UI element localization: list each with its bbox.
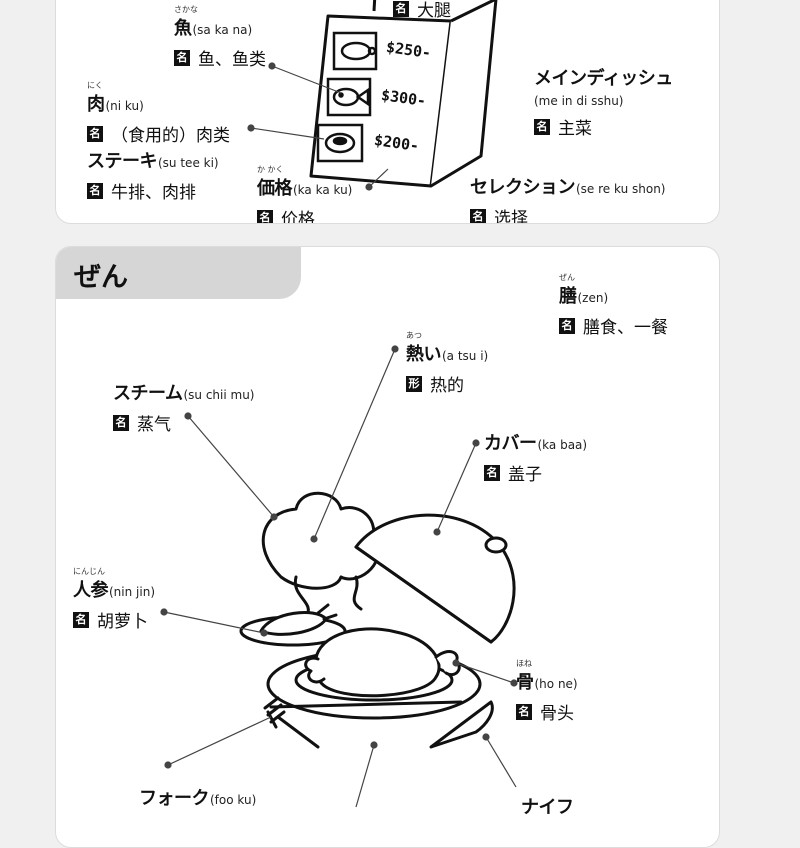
vocab-word: 骨 xyxy=(516,672,534,693)
vocab-word: 熱い xyxy=(406,344,442,365)
pos-badge: 名 xyxy=(534,118,550,135)
meaning-text: 牛排、肉排 xyxy=(111,183,196,203)
romaji: (zen) xyxy=(577,291,609,305)
pos-badge: 名 xyxy=(113,414,129,431)
pos-badge: 名 xyxy=(516,703,532,720)
vocab-word: 人参 xyxy=(73,580,109,601)
vocab-word: メインディッシュ xyxy=(534,68,673,89)
meaning-text: 盖子 xyxy=(508,465,542,485)
pos-badge: 名 xyxy=(257,209,273,223)
vocab-word: ステーキ xyxy=(87,151,158,172)
furigana: にく xyxy=(87,81,103,90)
menu-illustration xyxy=(247,0,498,191)
vocab-word: フォーク xyxy=(139,788,210,809)
vocab-entry-price: か かく 価格(ka ka ku) 名价格 xyxy=(257,165,353,224)
meaning-text: 骨头 xyxy=(540,704,574,724)
vocab-word: 肉 xyxy=(87,94,105,115)
meaning-text: 胡萝卜 xyxy=(97,612,148,632)
furigana: さかな xyxy=(174,5,198,14)
romaji: (se re ku shon) xyxy=(576,182,666,196)
romaji: (ho ne) xyxy=(534,677,578,691)
meaning-text: 主菜 xyxy=(558,119,592,139)
romaji: (su chii mu) xyxy=(183,388,255,402)
vocab-word: 価格 xyxy=(257,178,293,199)
section-tab: ぜん xyxy=(56,247,301,299)
vocab-entry-bone: ほね 骨(ho ne) 名骨头 xyxy=(516,659,578,724)
romaji: (foo ku) xyxy=(210,793,257,807)
pos-badge: 名 xyxy=(393,0,409,17)
vocab-word: スチーム xyxy=(113,383,183,404)
pos-badge: 形 xyxy=(406,375,422,392)
furigana: ほね xyxy=(516,659,532,668)
vocab-word: セレクション xyxy=(470,177,576,198)
vocab-word: カバー xyxy=(484,433,537,454)
vocab-entry-hot: あつ 熱い(a tsu i) 形热的 xyxy=(406,331,488,396)
pos-badge: 名 xyxy=(470,208,486,223)
pos-badge: 名 xyxy=(87,182,103,199)
romaji: (ka ka ku) xyxy=(293,183,353,197)
pos-badge: 名 xyxy=(174,49,190,66)
pos-badge: 名 xyxy=(87,125,103,142)
romaji: (nin jin) xyxy=(109,585,155,599)
vocab-entry-steak: ステーキ(su tee ki) 名牛排、肉排 xyxy=(87,147,219,203)
meaning-text: 选择 xyxy=(494,209,528,224)
pos-badge: 名 xyxy=(73,611,89,628)
vocab-entry-fork: フォーク(foo ku) xyxy=(139,784,256,810)
vocab-card-zen: ぜん xyxy=(55,246,720,848)
romaji: (ni ku) xyxy=(105,99,144,113)
furigana: か かく xyxy=(257,165,284,174)
vocab-entry-fish: さかな 魚(sa ka na) 名鱼、鱼类 xyxy=(174,5,266,70)
vocab-entry-meat: にく 肉(ni ku) 名 （食用的）肉类 xyxy=(87,81,230,146)
furigana: ぜん xyxy=(559,273,575,282)
meaning-text: 热的 xyxy=(430,376,464,396)
vocab-entry-zen: ぜん 膳(zen) 名膳食、一餐 xyxy=(559,273,668,338)
meaning-text: 蒸气 xyxy=(137,415,171,435)
vocab-word: ナイフ xyxy=(521,797,574,818)
pos-badge: 名 xyxy=(559,317,575,334)
romaji: (ka baa) xyxy=(537,438,588,452)
meaning-text: 价格 xyxy=(281,210,315,224)
furigana: にんじん xyxy=(73,567,105,576)
romaji: (me in di sshu) xyxy=(534,94,624,108)
vocab-entry-cover: カバー(ka baa) 名盖子 xyxy=(484,429,587,485)
romaji: (a tsu i) xyxy=(442,349,489,363)
meaning-text: （食用的）肉类 xyxy=(111,126,230,146)
vocab-word: 膳 xyxy=(559,286,577,307)
vocab-entry-main-dish: メインディッシュ (me in di sshu) 名主菜 xyxy=(534,64,673,139)
furigana: あつ xyxy=(406,331,422,340)
meaning-text: 鱼、鱼类 xyxy=(198,50,266,70)
vocab-card-menu: $250- $300- $200- 名大腿 さかな 魚(sa ka na) 名鱼… xyxy=(55,0,720,224)
vocab-word: 魚 xyxy=(174,18,192,39)
vocab-entry-leg: 名大腿 xyxy=(393,0,451,21)
vocab-entry-knife: ナイフ xyxy=(521,793,574,819)
romaji: (sa ka na) xyxy=(192,23,253,37)
meal-illustration xyxy=(160,345,518,808)
vocab-entry-steam: スチーム(su chii mu) 名蒸气 xyxy=(113,379,254,435)
pos-badge: 名 xyxy=(484,464,500,481)
vocab-entry-carrot: にんじん 人参(nin jin) 名胡萝卜 xyxy=(73,567,155,632)
meaning-text: 膳食、一餐 xyxy=(583,318,668,338)
meaning-text: 大腿 xyxy=(417,1,451,21)
romaji: (su tee ki) xyxy=(158,156,219,170)
section-title: ぜん xyxy=(74,262,128,293)
vocab-entry-selection: セレクション(se re ku shon) 名选择 xyxy=(470,173,666,224)
